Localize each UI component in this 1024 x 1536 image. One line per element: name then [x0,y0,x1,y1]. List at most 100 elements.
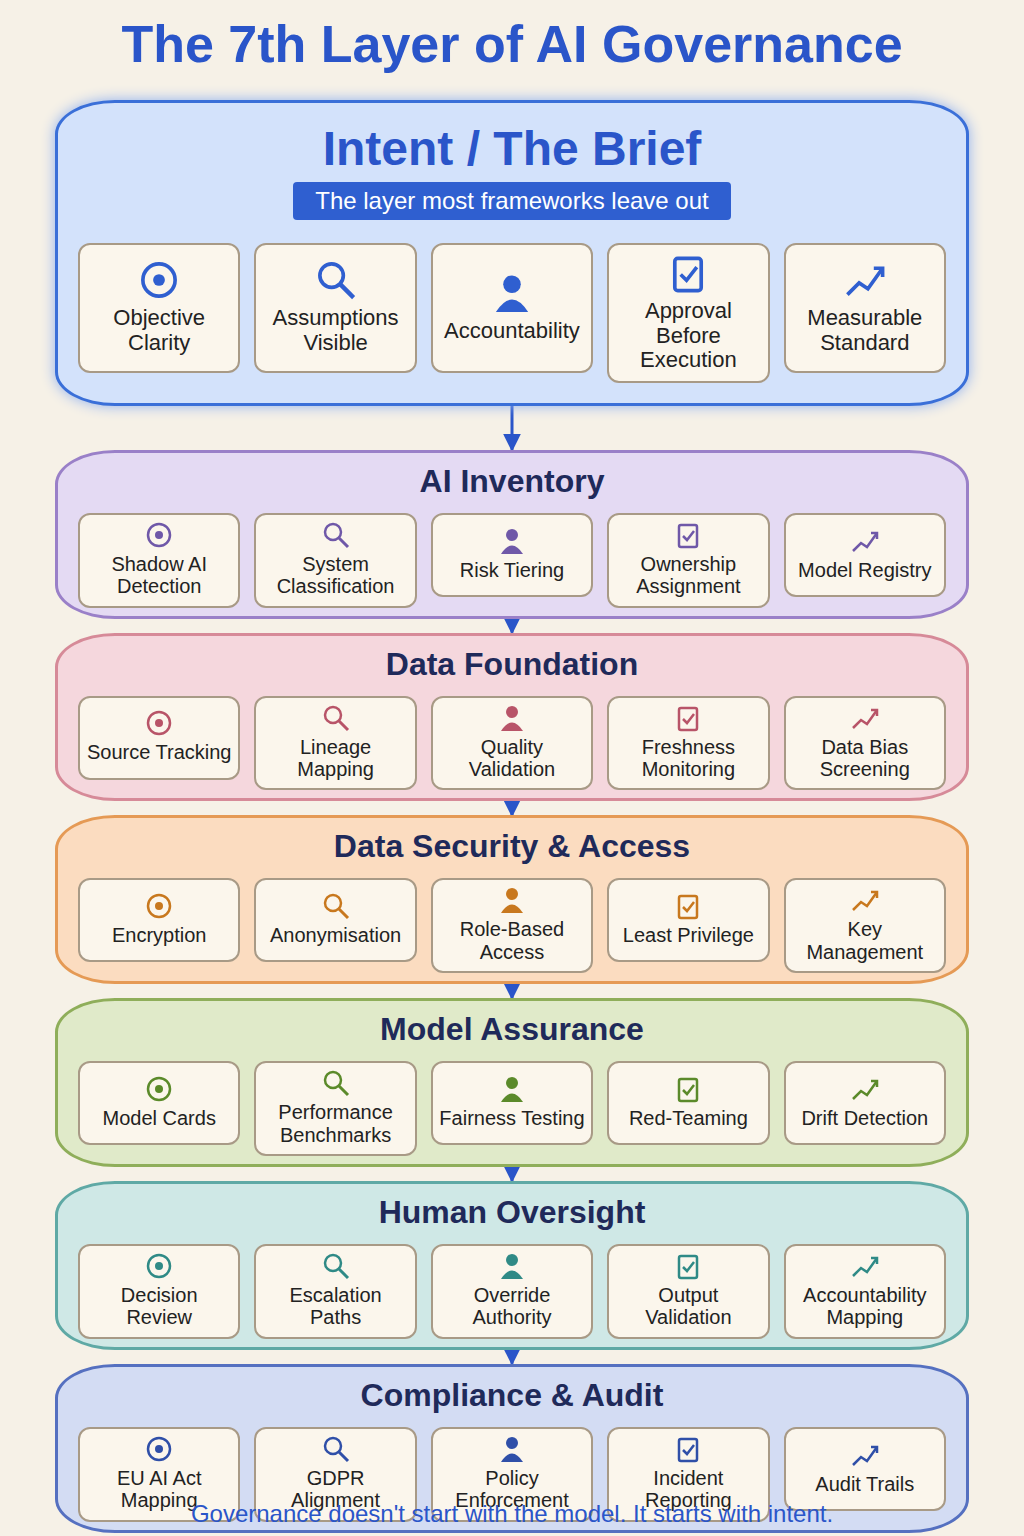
component-box: Ownership Assignment [607,513,769,608]
component-icon [321,892,351,920]
component-label: Decision Review [86,1284,232,1329]
component-label: Key Management [792,918,938,963]
component-box: Drift Detection [784,1061,946,1145]
component-box: Quality Validation [431,696,593,791]
component-box: Output Validation [607,1244,769,1339]
component-box: Key Management [784,878,946,973]
component-icon [144,892,174,920]
component-icon [144,709,174,737]
component-icon [321,1069,351,1097]
flow-arrow [511,1350,514,1364]
layer-heading: AI Inventory [58,463,966,500]
component-label: Ownership Assignment [615,553,761,598]
component-icon [144,1435,174,1463]
component-icon [497,704,527,732]
component-icon [497,1075,527,1103]
component-label: Anonymisation [270,924,401,946]
component-box: Red-Teaming [607,1061,769,1145]
component-box: Accountability [431,243,593,373]
component-label: Output Validation [615,1284,761,1329]
component-icon [144,1075,174,1103]
component-label: Encryption [112,924,207,946]
component-icon [850,1075,880,1103]
component-icon [673,1075,703,1103]
component-icon [850,1252,880,1280]
component-icon [144,1252,174,1280]
component-box: System Classification [254,513,416,608]
component-box: Measurable Standard [784,243,946,373]
component-label: Accountability Mapping [792,1284,938,1329]
component-label: Approval Before Execution [615,299,761,373]
component-icon [673,521,703,549]
component-icon [497,1435,527,1463]
layer-heading: Data Foundation [58,646,966,683]
component-icon [321,521,351,549]
layer-band: Intent / The BriefThe layer most framewo… [55,100,969,406]
component-label: Objective Clarity [86,306,232,355]
layer-heading: Intent / The Brief [58,121,966,176]
component-label: Model Registry [798,559,931,581]
component-label: Least Privilege [623,924,754,946]
layer-band: AI InventoryShadow AI Detection System Cl… [55,450,969,619]
flow-arrow [511,801,514,815]
component-icon [497,1252,527,1280]
component-icon [321,1252,351,1280]
component-box: Fairness Testing [431,1061,593,1145]
component-label: Lineage Mapping [262,736,408,781]
layer-heading: Compliance & Audit [58,1377,966,1414]
component-icon [673,1252,703,1280]
component-label: Model Cards [103,1107,216,1129]
component-label: Audit Trails [815,1473,914,1495]
component-box: Model Registry [784,513,946,597]
component-box: Model Cards [78,1061,240,1145]
component-label: Source Tracking [87,741,232,763]
component-icon [843,258,887,302]
component-box: Freshness Monitoring [607,696,769,791]
component-icon [314,258,358,302]
layer-heading: Data Security & Access [58,828,966,865]
component-icon [850,527,880,555]
component-label: Risk Tiering [460,559,564,581]
component-box: Risk Tiering [431,513,593,597]
layer-subtitle: The layer most frameworks leave out [293,182,730,220]
component-icon [673,892,703,920]
component-label: Measurable Standard [792,306,938,355]
caption: Governance doesn't start with the model.… [10,1500,1014,1528]
component-label: Shadow AI Detection [86,553,232,598]
component-icon [490,271,534,315]
component-box: Escalation Paths [254,1244,416,1339]
component-label: System Classification [262,553,408,598]
component-icon [673,704,703,732]
component-box: Encryption [78,878,240,962]
component-box: Least Privilege [607,878,769,962]
component-box: Override Authority [431,1244,593,1339]
flow-arrow [511,406,514,450]
layer-band: Model AssuranceModel Cards Performance Be… [55,998,969,1167]
layer-band: Data FoundationSource Tracking Lineage Ma… [55,633,969,802]
component-box: Assumptions Visible [254,243,416,373]
component-label: Override Authority [439,1284,585,1329]
component-box: Approval Before Execution [607,243,769,383]
component-icon [321,704,351,732]
component-icon [321,1435,351,1463]
flow-arrow [511,984,514,998]
component-icon [673,1435,703,1463]
component-box: Objective Clarity [78,243,240,373]
component-label: Performance Benchmarks [262,1101,408,1146]
layer-heading: Model Assurance [58,1011,966,1048]
component-box: Role-Based Access [431,878,593,973]
component-label: Assumptions Visible [262,306,408,355]
component-icon [850,1441,880,1469]
component-label: Red-Teaming [629,1107,748,1129]
component-box: Accountability Mapping [784,1244,946,1339]
component-icon [850,886,880,914]
component-icon [850,704,880,732]
component-label: Freshness Monitoring [615,736,761,781]
component-box: Performance Benchmarks [254,1061,416,1156]
layer-heading: Human Oversight [58,1194,966,1231]
component-box: Shadow AI Detection [78,513,240,608]
component-label: Role-Based Access [439,918,585,963]
component-box: Anonymisation [254,878,416,962]
component-box: Decision Review [78,1244,240,1339]
